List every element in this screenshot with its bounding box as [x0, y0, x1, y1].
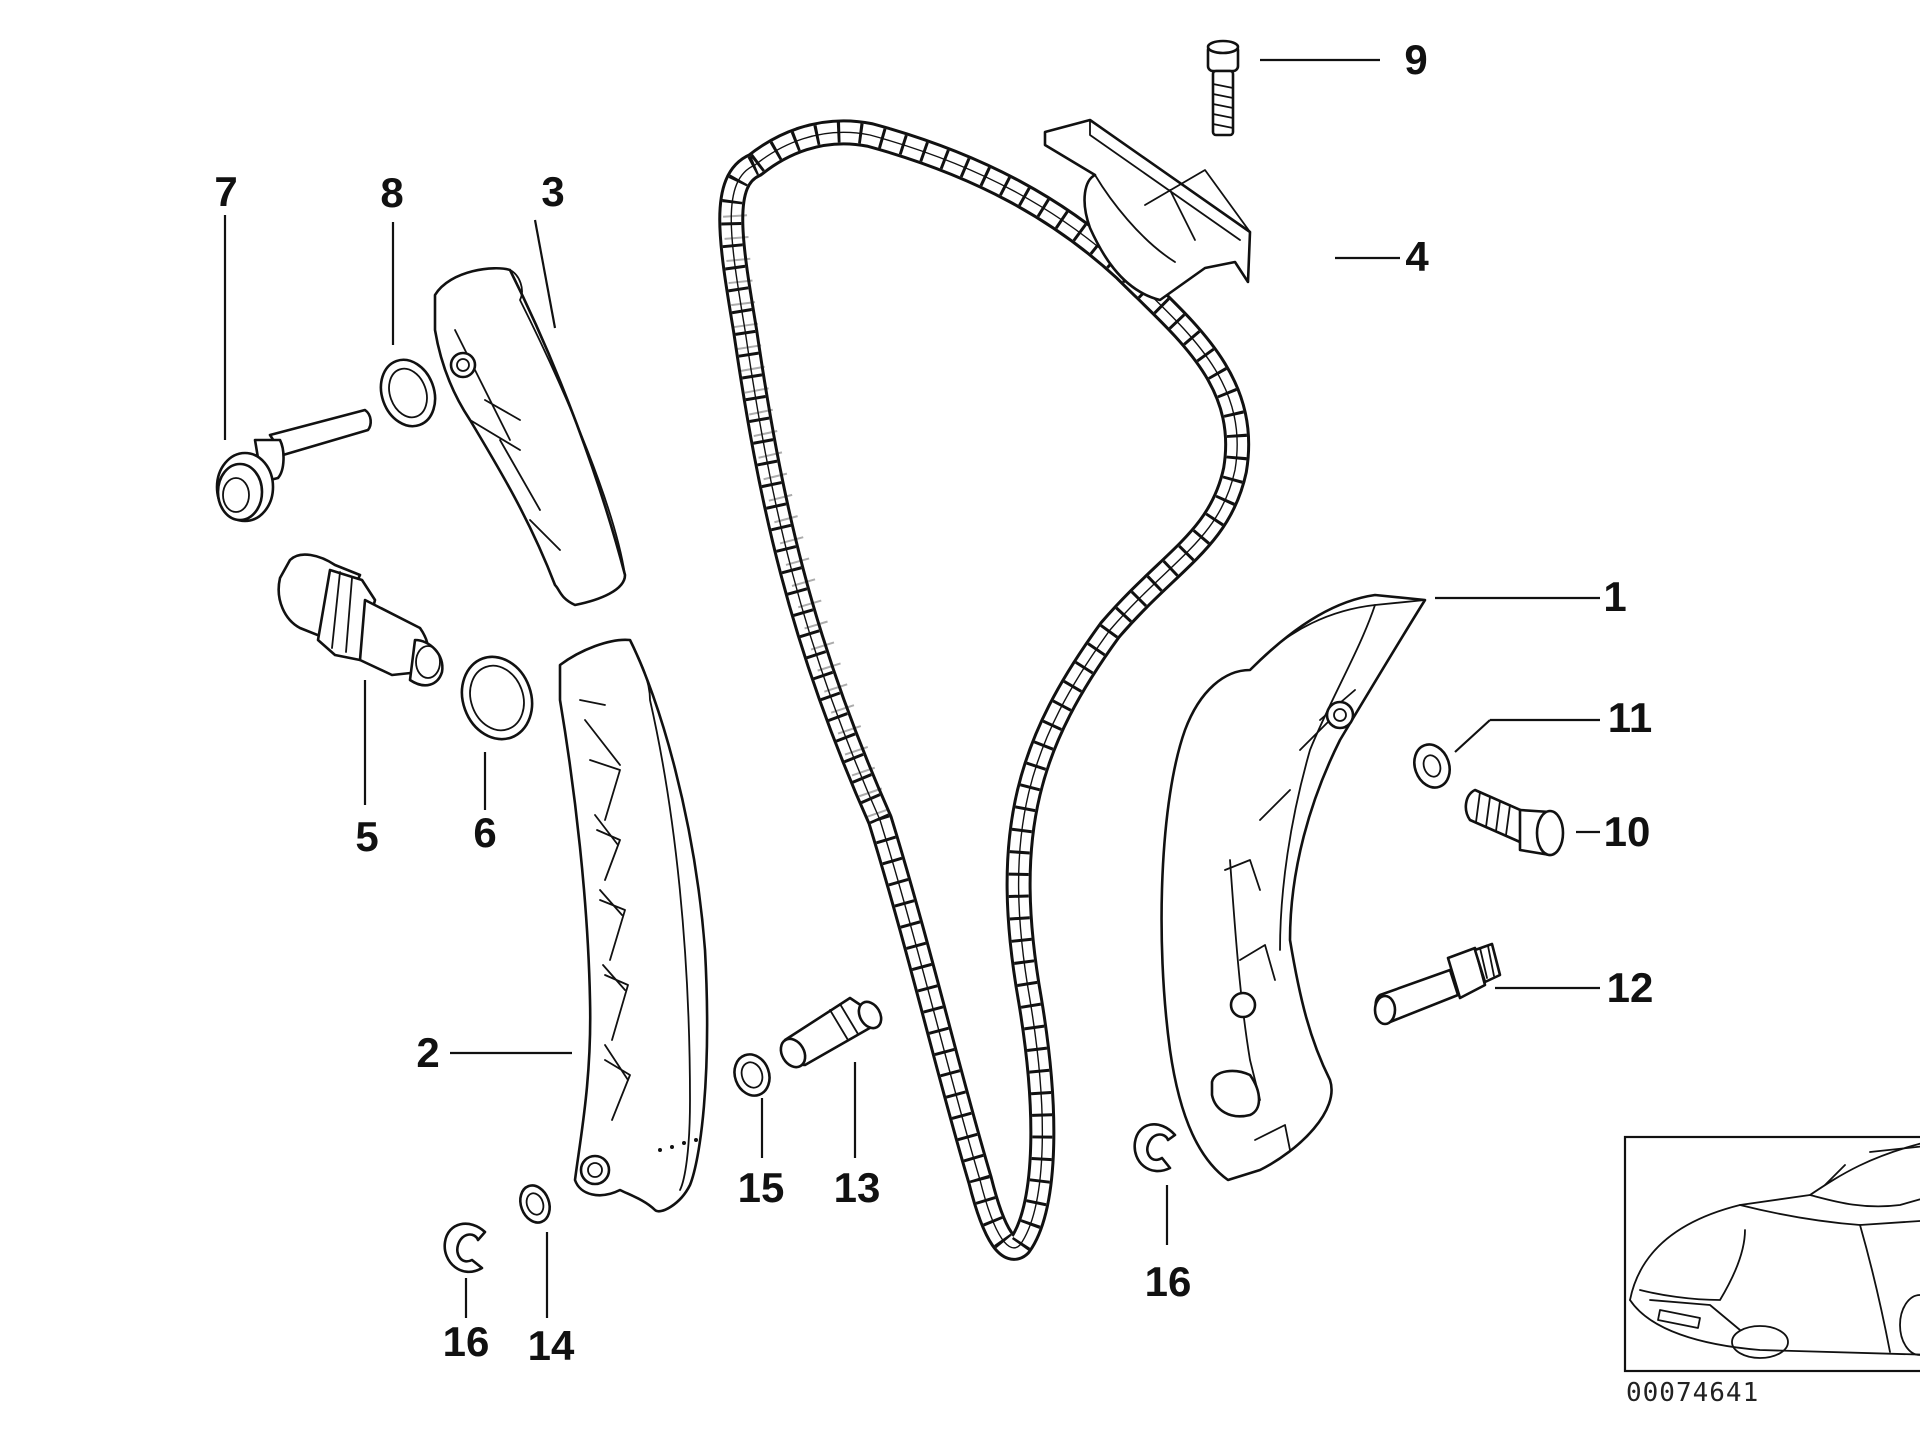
callout-3: 3: [541, 168, 565, 215]
part-15-ring: [733, 1053, 771, 1097]
part-3-rail: [433, 266, 627, 607]
callout-11: 11: [1607, 694, 1653, 741]
part-13-pin: [779, 996, 883, 1069]
callout-5: 5: [355, 813, 379, 860]
part-14-ring: [519, 1184, 551, 1224]
part-11-washer: [1413, 743, 1451, 789]
document-number: 00074641: [1626, 1378, 1760, 1408]
callout-13: 13: [833, 1164, 881, 1211]
callout-12: 12: [1606, 964, 1654, 1011]
part-8-ring: [379, 358, 437, 428]
leader-lines: [223, 58, 1600, 1318]
callout-14: 14: [527, 1322, 575, 1369]
part-9-bolt: [1206, 39, 1240, 137]
part-16-clip-right: [1133, 1123, 1177, 1173]
callout-7: 7: [214, 168, 238, 215]
callout-9: 9: [1404, 36, 1428, 83]
callout-16-right: 16: [1144, 1258, 1192, 1305]
part-5-tensioner: [277, 553, 444, 687]
callout-8: 8: [380, 169, 404, 216]
part-10-bolt: [1464, 788, 1565, 857]
part-6-ring: [460, 655, 534, 741]
part-1-rail: [1160, 593, 1427, 1182]
vehicle-location-inset: [1623, 1135, 1920, 1373]
part-4-upper-guide: [1043, 118, 1252, 302]
part-16-clip-left: [443, 1222, 487, 1274]
callout-15: 15: [737, 1164, 785, 1211]
callout-2: 2: [416, 1029, 440, 1076]
part-2-rail: [558, 638, 709, 1213]
callout-1: 1: [1603, 573, 1627, 620]
callout-4: 4: [1405, 233, 1429, 280]
callout-6: 6: [473, 809, 497, 856]
callout-10: 10: [1603, 808, 1651, 855]
part-12-stud: [1373, 942, 1502, 1026]
callout-16-left: 16: [442, 1318, 490, 1365]
part-7-bolt: [215, 408, 372, 523]
